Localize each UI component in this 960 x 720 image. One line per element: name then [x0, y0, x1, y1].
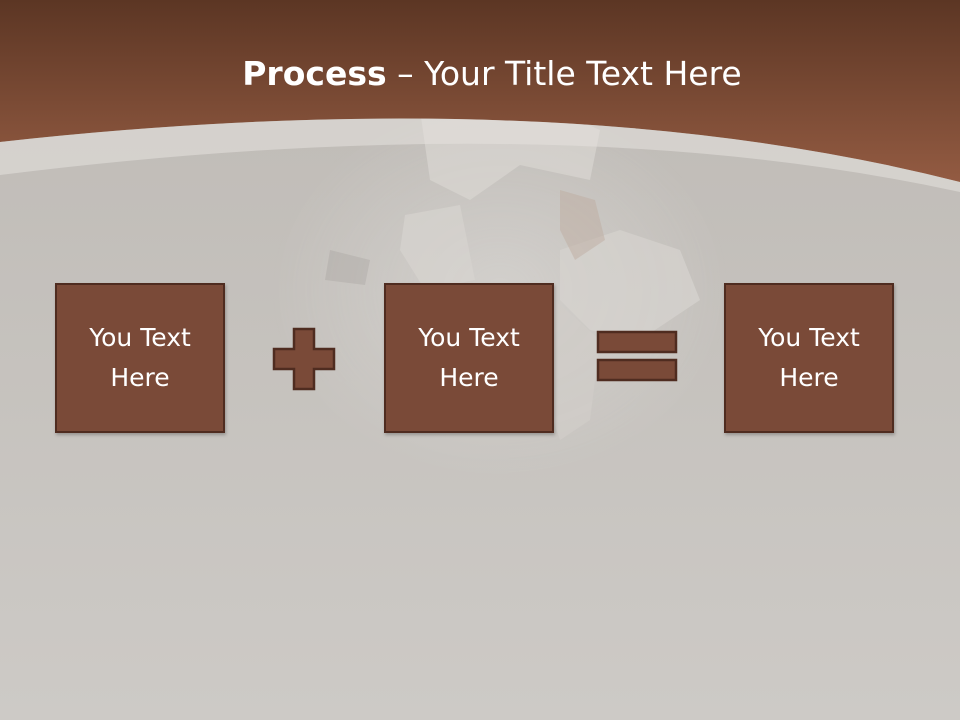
equals-icon — [596, 330, 678, 382]
process-box-1: You Text Here — [55, 283, 225, 433]
process-box-3-label: You Text Here — [758, 323, 860, 392]
slide-title: Process – Your Title Text Here — [0, 50, 960, 98]
process-box-1-label: You Text Here — [89, 323, 191, 392]
header-swoosh — [0, 118, 960, 192]
plus-icon — [272, 327, 336, 391]
process-box-3: You Text Here — [724, 283, 894, 433]
slide-title-bold: Process — [242, 54, 387, 93]
slide-title-rest: – Your Title Text Here — [386, 54, 742, 93]
process-box-2: You Text Here — [384, 283, 554, 433]
header-band — [0, 0, 960, 182]
process-box-2-label: You Text Here — [418, 323, 520, 392]
